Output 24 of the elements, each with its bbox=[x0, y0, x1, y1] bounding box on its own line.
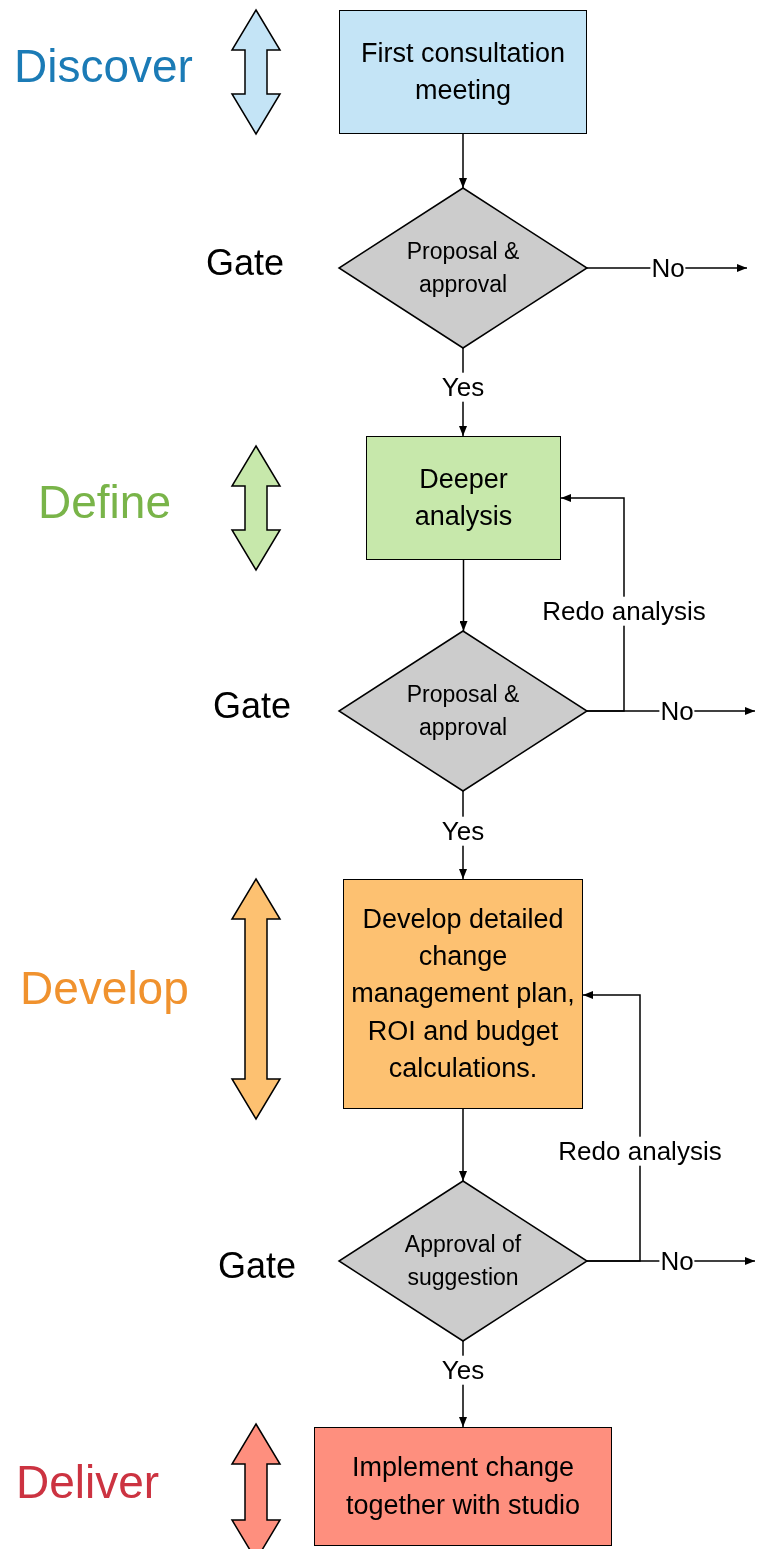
arrow bbox=[459, 133, 467, 189]
process-box: First consultation meeting bbox=[339, 10, 587, 134]
phase-label: Deliver bbox=[16, 1455, 160, 1509]
arrow bbox=[560, 494, 625, 712]
arrow bbox=[582, 991, 641, 1262]
edge-label: Yes bbox=[440, 816, 486, 846]
process-box: Implement change together with studio bbox=[314, 1427, 612, 1546]
edge-label: Redo analysis bbox=[557, 1136, 723, 1166]
edge-label: Redo analysis bbox=[541, 596, 707, 626]
gate-label: Gate bbox=[218, 1245, 297, 1287]
decision-text: Proposal & approval bbox=[405, 680, 521, 742]
gate-label: Gate bbox=[206, 242, 285, 284]
edge-label: Yes bbox=[440, 1355, 486, 1385]
arrow bbox=[459, 559, 468, 632]
process-box: Develop detailed change management plan, ROI and budget calculations. bbox=[343, 879, 583, 1109]
gate-label: Gate bbox=[213, 685, 292, 727]
edge-label: Yes bbox=[440, 372, 486, 402]
arrow bbox=[459, 1108, 467, 1182]
decision-text: Proposal & approval bbox=[405, 237, 521, 299]
phase-label: Define bbox=[38, 475, 171, 529]
process-box: Deeper analysis bbox=[366, 436, 561, 560]
phase-label: Develop bbox=[20, 961, 189, 1015]
decision-text: Approval of suggestion bbox=[403, 1230, 523, 1292]
phase-label: Discover bbox=[14, 39, 193, 93]
